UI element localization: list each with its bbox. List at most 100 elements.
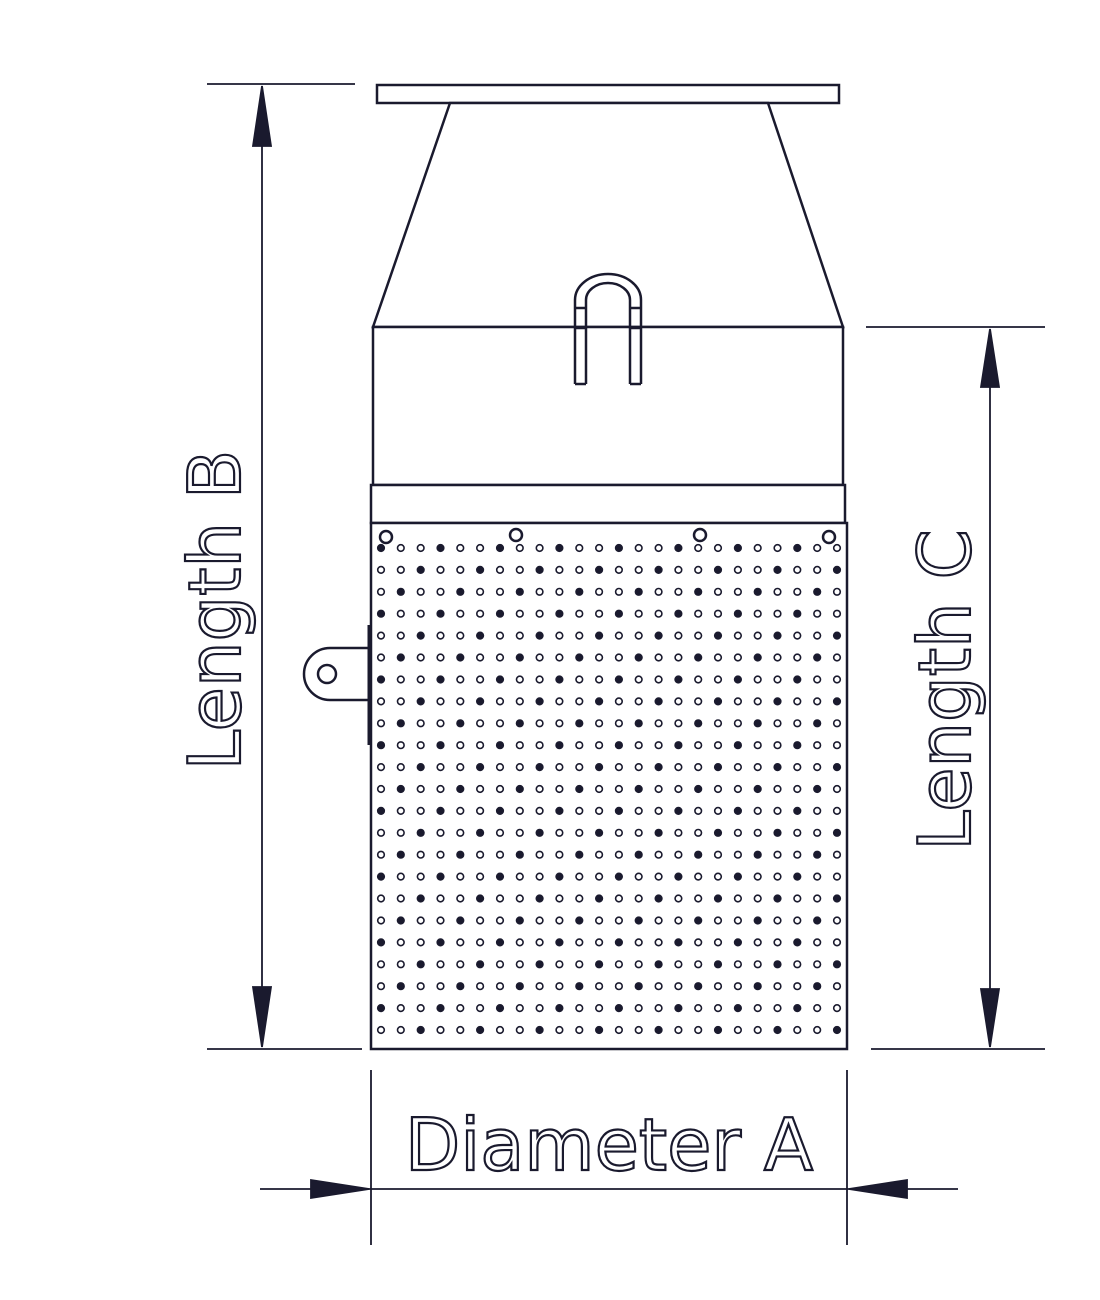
perforation-hole xyxy=(832,631,842,640)
perforation-hole xyxy=(813,982,822,991)
perforation-hole xyxy=(476,1003,485,1013)
perforation-hole xyxy=(515,675,524,684)
perforation-hole xyxy=(594,653,604,662)
dimension-length-b xyxy=(207,83,362,1050)
perforation-hole xyxy=(813,784,822,794)
perforation-hole xyxy=(654,872,663,881)
perforation-hole xyxy=(515,543,524,553)
perforation-hole xyxy=(753,1003,762,1013)
perforation-hole xyxy=(555,762,564,772)
perforation-hole xyxy=(694,543,703,553)
perforation-hole xyxy=(436,697,445,706)
perforation-hole xyxy=(396,894,405,903)
perforation-hole xyxy=(495,872,505,881)
perforation-hole xyxy=(654,1003,663,1013)
perforation-hole xyxy=(654,784,663,794)
perforation-hole xyxy=(813,609,822,618)
perforation-hole xyxy=(575,565,584,575)
perforation-hole xyxy=(773,609,782,618)
perforation-hole xyxy=(832,1025,842,1035)
perforation-hole xyxy=(713,850,723,859)
perforation-hole xyxy=(753,872,762,881)
perforation-hole xyxy=(634,609,643,618)
perforation-hole xyxy=(396,565,405,575)
perforation-hole xyxy=(535,565,544,575)
perforation-hole xyxy=(535,1003,544,1013)
perforation-hole xyxy=(575,894,584,903)
perforation-hole xyxy=(515,982,524,991)
perforation-hole xyxy=(555,828,564,837)
perforation-hole xyxy=(416,653,425,662)
perforation-hole xyxy=(753,631,762,640)
perforation-hole xyxy=(476,894,485,903)
perforation-hole xyxy=(713,828,723,837)
perforation-hole xyxy=(575,916,584,925)
perforation-hole xyxy=(614,1025,624,1035)
perforation-hole xyxy=(515,719,524,728)
perforation-hole xyxy=(594,828,604,837)
perforation-hole xyxy=(614,565,624,575)
perforation-hole xyxy=(535,609,544,618)
perforation-hole xyxy=(376,806,386,816)
perforation-hole xyxy=(793,653,802,662)
perforation-hole xyxy=(515,960,524,969)
perforation-hole xyxy=(594,697,604,706)
perforation-hole xyxy=(376,653,386,662)
perforation-hole xyxy=(476,609,485,618)
perforation-hole xyxy=(515,850,524,859)
perforation-hole xyxy=(733,806,743,816)
perforation-hole xyxy=(713,806,723,816)
perforation-hole xyxy=(753,543,762,553)
perforation-hole xyxy=(396,982,405,991)
perforation-hole xyxy=(733,697,743,706)
perforation-hole xyxy=(535,587,544,596)
perforation-hole xyxy=(694,653,703,662)
perforation-hole xyxy=(694,741,703,750)
perforation-hole xyxy=(476,697,485,706)
perforation-hole xyxy=(753,850,762,859)
perforation-hole xyxy=(495,982,505,991)
perforation-hole xyxy=(753,916,762,925)
perforation-hole xyxy=(515,631,524,640)
perforation-hole xyxy=(713,543,723,553)
perforation-hole xyxy=(753,587,762,596)
perforation-hole xyxy=(456,653,465,662)
perforation-hole xyxy=(694,872,703,881)
perforation-hole xyxy=(674,850,683,859)
perforation-hole xyxy=(456,565,465,575)
perforation-hole xyxy=(634,784,643,794)
perforation-hole xyxy=(495,762,505,772)
perforated-screen xyxy=(369,521,849,1051)
perforation-hole xyxy=(793,719,802,728)
perforation-hole xyxy=(436,850,445,859)
perforation-hole xyxy=(694,850,703,859)
perforation-hole xyxy=(495,741,505,750)
perforation-hole xyxy=(575,850,584,859)
perforation-hole xyxy=(614,784,624,794)
perforation-hole xyxy=(396,1003,405,1013)
perforation-hole xyxy=(436,631,445,640)
perforation-hole xyxy=(515,697,524,706)
perforation-hole xyxy=(832,719,842,728)
perforation-hole xyxy=(376,587,386,596)
perforation-hole xyxy=(535,850,544,859)
perforation-hole xyxy=(694,960,703,969)
perforation-hole xyxy=(555,741,564,750)
perforation-hole xyxy=(832,960,842,969)
perforation-hole xyxy=(674,806,683,816)
perforation-hole xyxy=(456,741,465,750)
perforation-hole xyxy=(495,1025,505,1035)
perforation-hole xyxy=(773,872,782,881)
perforation-hole xyxy=(515,784,524,794)
perforation-hole xyxy=(396,850,405,859)
perforation-hole xyxy=(416,938,425,947)
perforation-hole xyxy=(436,828,445,837)
perforation-hole xyxy=(476,653,485,662)
perforation-hole xyxy=(476,916,485,925)
perforation-hole xyxy=(614,587,624,596)
perforation-hole xyxy=(832,609,842,618)
perforation-hole xyxy=(793,631,802,640)
perforation-hole xyxy=(832,543,842,553)
perforation-hole xyxy=(793,894,802,903)
perforation-hole xyxy=(555,872,564,881)
